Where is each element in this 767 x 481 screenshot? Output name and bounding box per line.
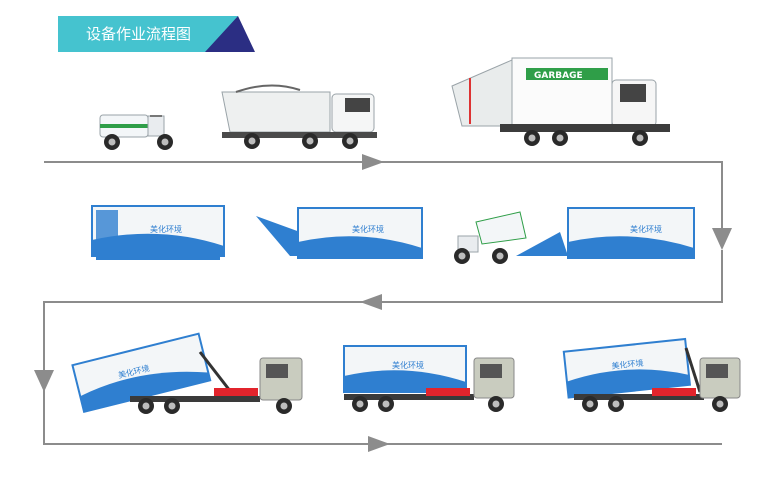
page-title: 设备作业流程图 — [86, 25, 191, 43]
flow-lines — [43, 161, 723, 445]
container-brand: 美化环境 — [150, 224, 182, 234]
arrow-right-icon — [368, 436, 390, 452]
arrow-right-icon — [362, 154, 384, 170]
container-brand: 美化环境 — [630, 224, 662, 234]
container-brand: 美化环境 — [392, 360, 424, 370]
rear-loader-garbage-truck: GARBAGE — [451, 57, 670, 146]
garbage-label: GARBAGE — [534, 71, 583, 81]
container-open-chute: 美化环境 — [256, 207, 423, 259]
tricycle-unloading: 美化环境 — [454, 207, 695, 264]
title-banner: 设备作业流程图 — [58, 16, 255, 52]
arrow-left-icon — [360, 294, 382, 310]
hook-lift-truck-tilt: 美化环境 — [71, 332, 303, 414]
container-brand: 美化环境 — [611, 358, 644, 371]
side-loader-truck — [221, 84, 377, 149]
container-brand: 美化环境 — [352, 224, 384, 234]
arrow-down-icon — [34, 370, 54, 392]
container-closed: 美化环境 — [91, 205, 225, 260]
hook-lift-truck-loaded: 美化环境 — [343, 345, 515, 412]
tricycle-collector — [99, 114, 173, 150]
hook-lift-truck-dump: 美化环境 — [562, 337, 741, 412]
arrow-down-icon — [712, 228, 732, 250]
